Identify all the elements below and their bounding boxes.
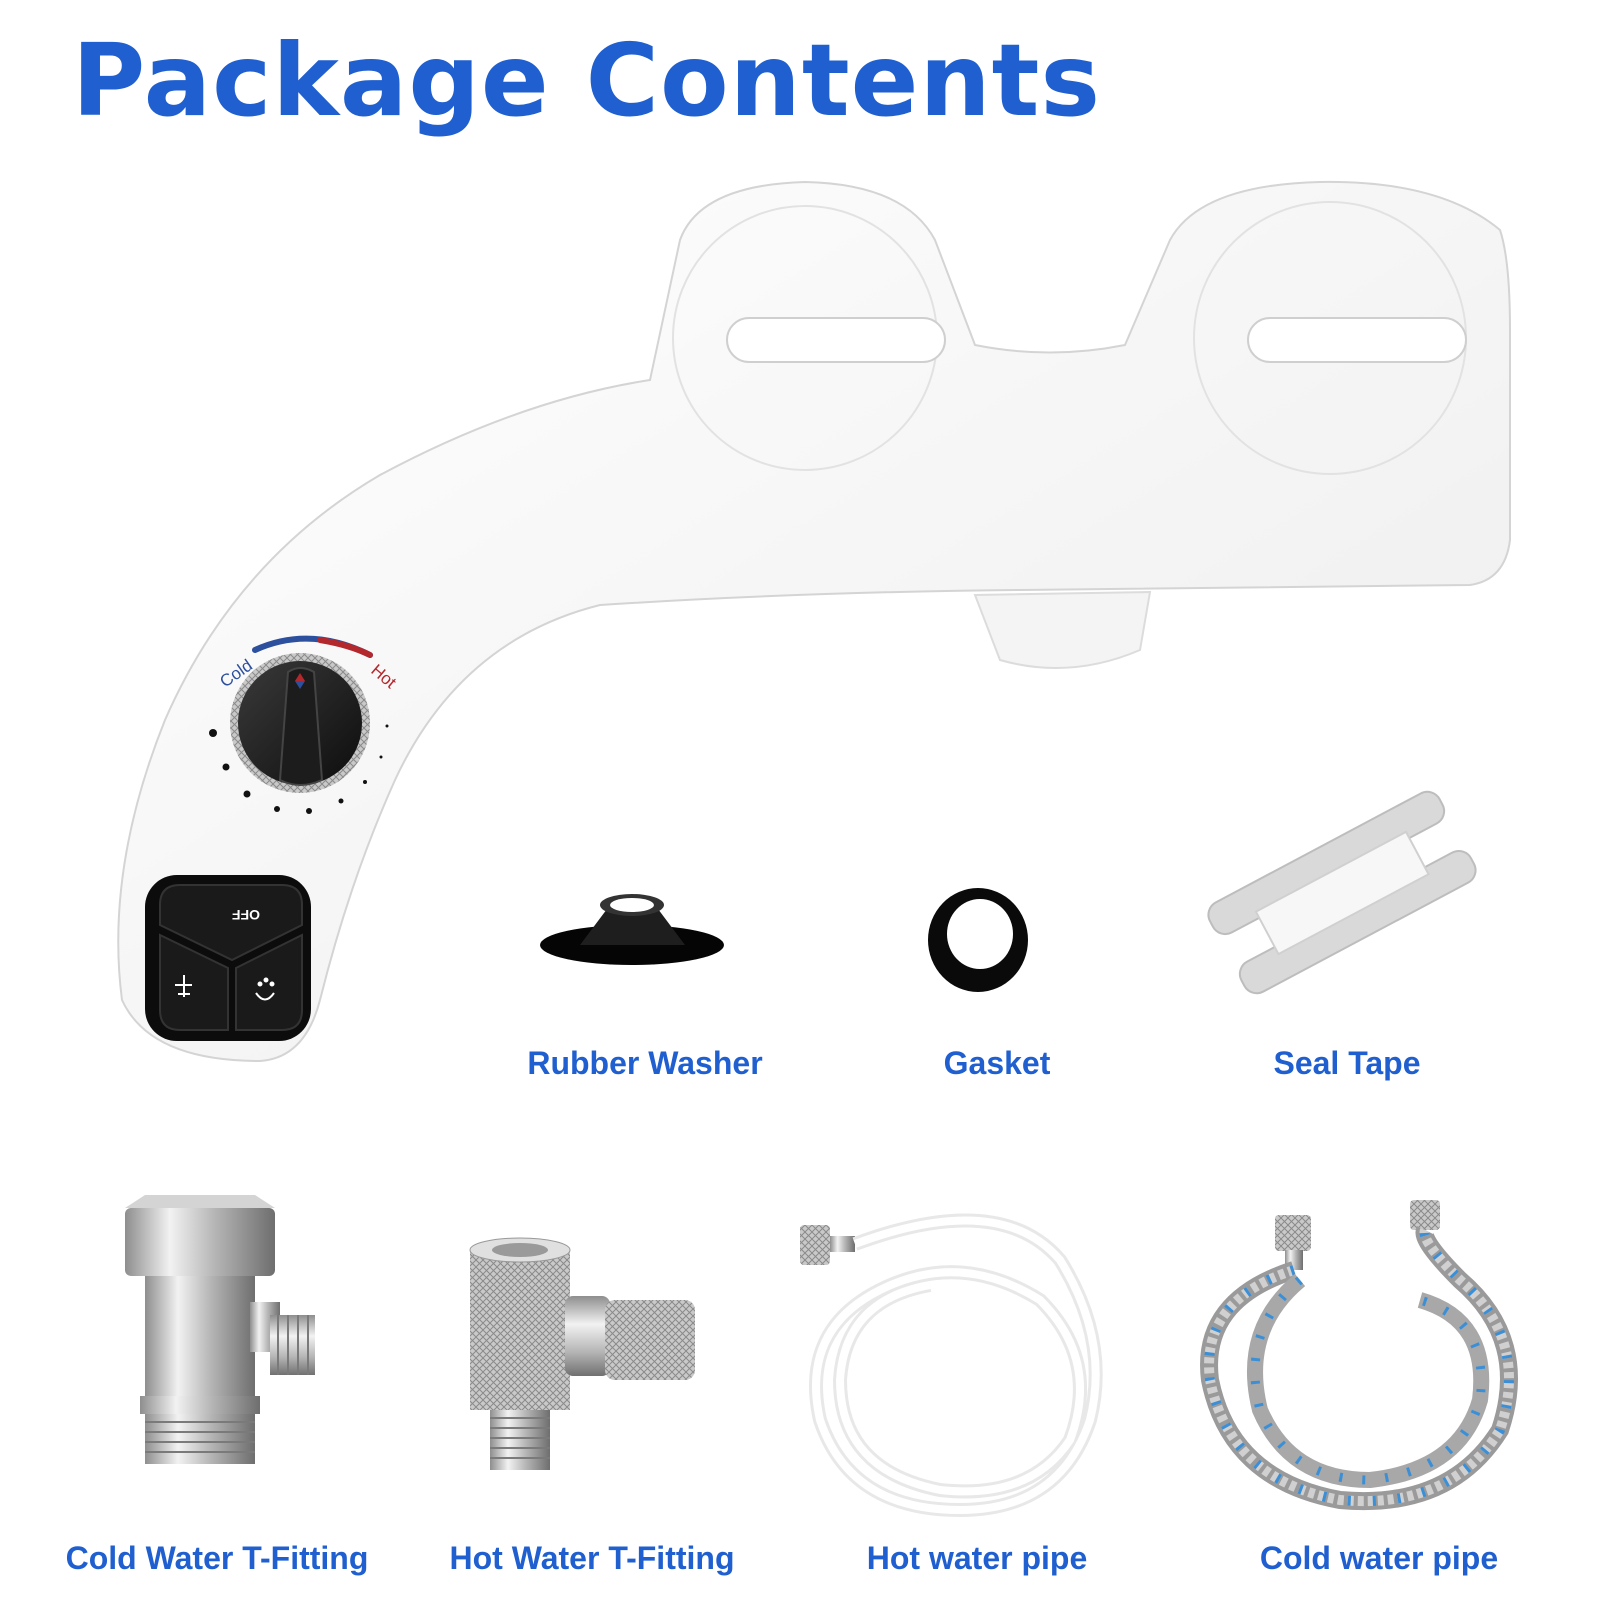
cold-water-t-fitting-image [125, 1195, 315, 1464]
item-label-seal-tape: Seal Tape [1273, 1045, 1421, 1081]
cold-water-pipe-image [1200, 1200, 1518, 1511]
page-title: Package Contents [72, 22, 1101, 139]
item-label-cold-water-t-fitting: Cold Water T-Fitting [65, 1540, 369, 1576]
hot-arc [317, 637, 373, 658]
control-pad: OFF [145, 875, 311, 1041]
gasket-image [928, 888, 1028, 992]
hot-water-pipe-image [800, 1213, 1103, 1518]
rear-wash-button[interactable] [159, 933, 229, 1031]
rear-wash-icon [175, 975, 192, 997]
hot-water-t-fitting-image [469, 1237, 695, 1470]
off-button-label: OFF [232, 907, 260, 923]
item-label-rubber-washer: Rubber Washer [527, 1045, 763, 1081]
dial-markers [209, 724, 389, 814]
temperature-knob[interactable] [230, 653, 370, 793]
item-label-cold-water-pipe: Cold water pipe [1259, 1540, 1499, 1576]
seal-tape-image [1207, 790, 1477, 995]
item-label-gasket: Gasket [943, 1045, 1051, 1081]
feminine-wash-icon [255, 977, 275, 1001]
item-label-hot-water-t-fitting: Hot Water T-Fitting [449, 1540, 735, 1576]
rubber-washer-image [540, 894, 724, 965]
bidet-attachment: Cold Hot OFF [117, 180, 1511, 1063]
off-button[interactable] [159, 884, 303, 962]
feminine-wash-button[interactable] [235, 933, 303, 1031]
item-label-hot-water-pipe: Hot water pipe [866, 1540, 1088, 1576]
dial-pointer-icon [295, 673, 305, 681]
